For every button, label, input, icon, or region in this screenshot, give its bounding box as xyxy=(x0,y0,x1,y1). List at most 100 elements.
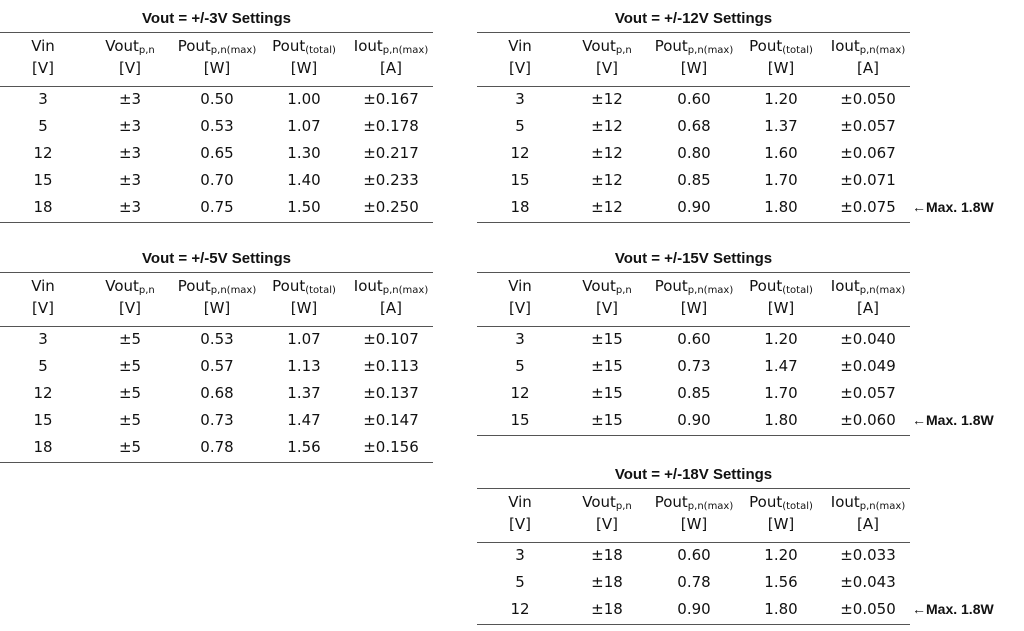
header-subscript: p,n(max) xyxy=(859,45,906,56)
header-pout-max: Poutp,n(max)[W] xyxy=(651,491,737,535)
cell-pout-max: 0.60 xyxy=(677,90,711,108)
header-unit: [A] xyxy=(380,59,402,77)
header-name: Vin xyxy=(508,37,532,55)
header-vout: Voutp,n[V] xyxy=(87,35,173,79)
cell-vout: ±15 xyxy=(591,384,623,402)
header-rule xyxy=(0,326,433,327)
cell-pout-max: 0.90 xyxy=(677,600,711,618)
cell-pout-total: 1.47 xyxy=(764,357,798,375)
cell-pout-max: 0.57 xyxy=(200,357,234,375)
header-subscript: p,n xyxy=(615,285,632,296)
header-unit: [V] xyxy=(32,59,54,77)
header-unit: [W] xyxy=(767,299,795,317)
cell-pout-max: 0.90 xyxy=(677,198,711,216)
header-name: Vout xyxy=(582,37,616,55)
cell-pout-total: 1.37 xyxy=(287,384,321,402)
header-unit: [V] xyxy=(596,515,618,533)
cell-pout-max: 0.78 xyxy=(677,573,711,591)
header-vin: Vin[V] xyxy=(477,491,563,535)
max-power-note: ←Max. 1.8W xyxy=(912,601,994,617)
cell-iout-max: ±0.167 xyxy=(363,90,419,108)
header-subscript: p,n(max) xyxy=(859,285,906,296)
cell-vout: ±12 xyxy=(591,90,623,108)
cell-iout-max: ±0.040 xyxy=(840,330,896,348)
header-iout-max: Ioutp,n(max)[A] xyxy=(348,35,434,79)
cell-pout-total: 1.56 xyxy=(287,438,321,456)
header-rule xyxy=(0,86,433,87)
cell-pout-total: 1.13 xyxy=(287,357,321,375)
cell-iout-max: ±0.067 xyxy=(840,144,896,162)
header-unit: [W] xyxy=(203,59,231,77)
header-name: Vout xyxy=(582,493,616,511)
cell-pout-total: 1.80 xyxy=(764,600,798,618)
cell-pout-total: 1.70 xyxy=(764,171,798,189)
header-unit: [A] xyxy=(380,299,402,317)
header-name: Vin xyxy=(508,277,532,295)
cell-iout-max: ±0.057 xyxy=(840,117,896,135)
header-unit: [V] xyxy=(32,299,54,317)
header-subscript: (total) xyxy=(305,45,336,56)
cell-iout-max: ±0.049 xyxy=(840,357,896,375)
header-unit: [W] xyxy=(680,299,708,317)
cell-pout-total: 1.20 xyxy=(764,90,798,108)
cell-vout: ±3 xyxy=(118,198,142,216)
cell-vin: 12 xyxy=(33,144,53,162)
header-pout-total: Pout(total)[W] xyxy=(738,275,824,319)
max-power-note: ←Max. 1.8W xyxy=(912,412,994,428)
header-pout-total: Pout(total)[W] xyxy=(738,35,824,79)
header-name: Iout xyxy=(830,277,860,295)
top-rule xyxy=(0,32,433,33)
header-unit: [W] xyxy=(290,59,318,77)
cell-iout-max: ±0.043 xyxy=(840,573,896,591)
cell-vout: ±15 xyxy=(591,357,623,375)
header-unit: [V] xyxy=(596,299,618,317)
table-title: Vout = +/-3V Settings xyxy=(142,10,291,27)
cell-vin: 15 xyxy=(510,171,530,189)
cell-iout-max: ±0.178 xyxy=(363,117,419,135)
cell-vout: ±12 xyxy=(591,198,623,216)
header-vout: Voutp,n[V] xyxy=(87,275,173,319)
header-subscript: p,n(max) xyxy=(382,45,429,56)
cell-pout-max: 0.80 xyxy=(677,144,711,162)
header-iout-max: Ioutp,n(max)[A] xyxy=(825,275,911,319)
bottom-rule xyxy=(477,624,910,625)
header-rule xyxy=(477,86,910,87)
cell-pout-max: 0.60 xyxy=(677,330,711,348)
cell-vin: 5 xyxy=(515,357,525,375)
header-subscript: p,n(max) xyxy=(382,285,429,296)
bottom-rule xyxy=(477,222,910,223)
cell-pout-total: 1.47 xyxy=(287,411,321,429)
header-name: Iout xyxy=(830,493,860,511)
cell-pout-max: 0.53 xyxy=(200,117,234,135)
header-unit: [A] xyxy=(857,59,879,77)
header-vin: Vin[V] xyxy=(0,275,86,319)
cell-vin: 12 xyxy=(33,384,53,402)
header-subscript: p,n(max) xyxy=(687,501,734,512)
cell-vin: 3 xyxy=(38,330,48,348)
cell-pout-max: 0.60 xyxy=(677,546,711,564)
cell-pout-max: 0.65 xyxy=(200,144,234,162)
cell-pout-max: 0.85 xyxy=(677,171,711,189)
header-rule xyxy=(477,326,910,327)
cell-vout: ±15 xyxy=(591,330,623,348)
header-subscript: p,n xyxy=(138,285,155,296)
bottom-rule xyxy=(0,462,433,463)
cell-vin: 12 xyxy=(510,600,530,618)
header-name: Vout xyxy=(582,277,616,295)
cell-iout-max: ±0.060 xyxy=(840,411,896,429)
cell-vin: 5 xyxy=(38,117,48,135)
cell-vout: ±3 xyxy=(118,171,142,189)
cell-vin: 3 xyxy=(515,546,525,564)
header-unit: [W] xyxy=(767,59,795,77)
cell-iout-max: ±0.057 xyxy=(840,384,896,402)
header-unit: [V] xyxy=(119,59,141,77)
header-subscript: (total) xyxy=(305,285,336,296)
cell-vout: ±5 xyxy=(118,438,142,456)
cell-vout: ±12 xyxy=(591,171,623,189)
